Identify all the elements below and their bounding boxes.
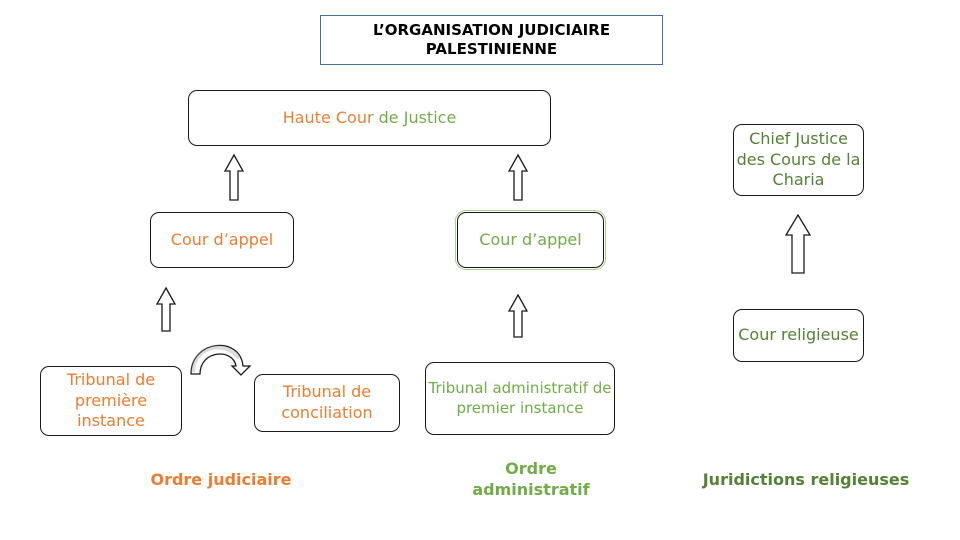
cour-appel-administratif-label: Cour d’appel	[479, 229, 582, 249]
cour-appel-judiciaire-box: Cour d’appel	[150, 212, 294, 268]
caption-juridictions-religieuses: Juridictions religieuses	[702, 470, 910, 489]
tribunal-conciliation-label: Tribunal de conciliation	[281, 382, 373, 422]
up-arrow-icon	[507, 153, 529, 201]
tribunal-premiere-instance-label: Tribunal de première instance	[66, 369, 156, 431]
cour-appel-judiciaire-label: Cour d’appel	[170, 229, 274, 249]
curved-arrow-icon	[190, 344, 252, 376]
up-arrow-icon	[155, 286, 177, 332]
haute-cour-box: Haute Cour de Justice	[188, 90, 551, 146]
tribunal-premiere-instance-box: Tribunal de première instance	[40, 366, 182, 436]
up-arrow-icon	[507, 293, 529, 338]
cour-appel-administratif-box: Cour d’appel	[455, 210, 606, 270]
up-arrow-icon	[784, 213, 812, 274]
cour-religieuse-box: Cour religieuse	[733, 309, 864, 362]
caption-ordre-judiciaire: Ordre judiciaire	[150, 470, 292, 489]
tribunal-administratif-label: Tribunal administratif de premier instan…	[428, 379, 612, 417]
cour-religieuse-label: Cour religieuse	[738, 325, 859, 345]
chief-justice-charia-box: Chief Justice des Cours de la Charia	[733, 124, 864, 196]
up-arrow-icon	[223, 153, 245, 201]
chief-justice-charia-label: Chief Justice des Cours de la Charia	[736, 128, 861, 190]
haute-cour-label: Haute Cour de Justice	[282, 107, 457, 127]
diagram-title: L’ORGANISATION JUDICIAIRE PALESTINIENNE	[320, 15, 663, 65]
caption-ordre-administratif: Ordre administratif	[472, 459, 590, 499]
tribunal-administratif-box: Tribunal administratif de premier instan…	[425, 362, 615, 435]
tribunal-conciliation-box: Tribunal de conciliation	[254, 374, 400, 432]
